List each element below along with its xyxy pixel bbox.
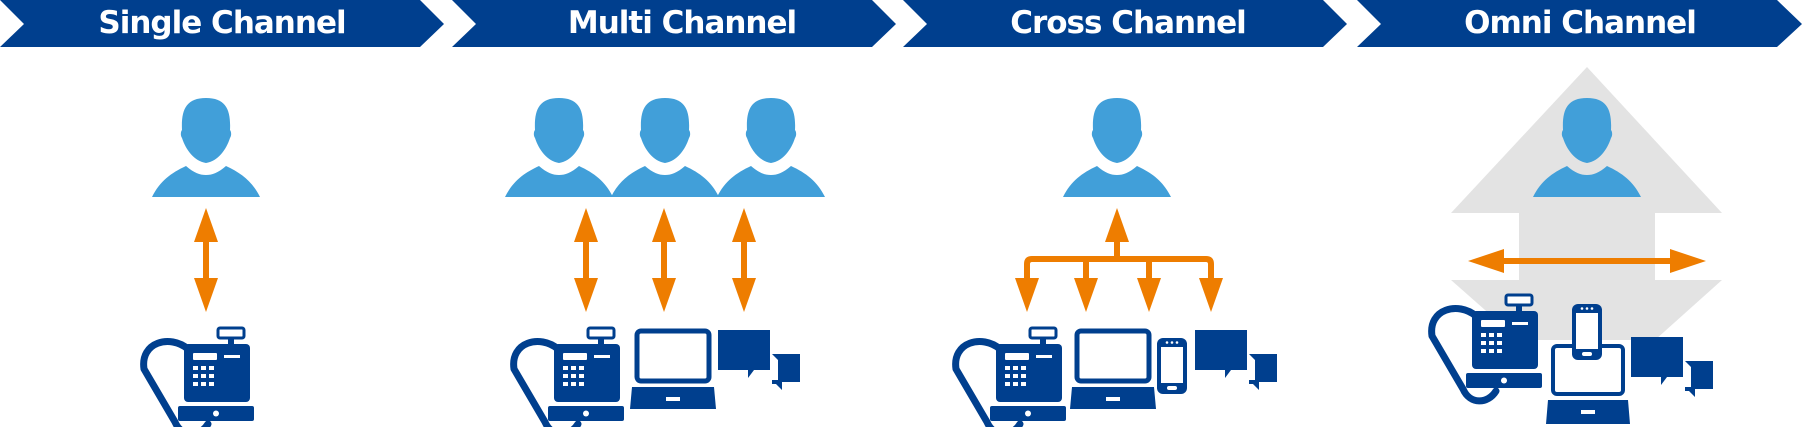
phone-icon	[144, 328, 254, 427]
header-multi-channel-chevron	[452, 0, 896, 47]
chat-icon	[1194, 329, 1278, 391]
laptop-icon	[1070, 331, 1156, 409]
double-arrow-icon	[732, 208, 756, 312]
header-cross-channel-label: Cross Channel	[1010, 5, 1246, 41]
header-chevrons: Single Channel Multi Channel Cross Chann…	[0, 0, 1802, 47]
header-omni-channel-label: Omni Channel	[1464, 5, 1696, 41]
phone-icon	[956, 328, 1066, 427]
multi-channel-panel	[505, 98, 825, 427]
double-arrow-icon	[574, 208, 598, 312]
person-icon	[505, 98, 613, 197]
person-icon	[717, 98, 825, 197]
omni-background-arrow	[1451, 67, 1722, 340]
person-icon	[611, 98, 719, 197]
laptop-icon	[630, 331, 716, 409]
person-icon	[152, 98, 260, 197]
horizontal-double-arrow-icon	[1468, 249, 1706, 273]
smartphone-icon	[1157, 338, 1187, 394]
chat-icon	[1630, 336, 1714, 398]
chat-icon	[717, 329, 801, 391]
phone-icon	[514, 328, 624, 427]
header-single-channel-chevron	[0, 0, 444, 47]
header-multi-channel-label: Multi Channel	[568, 5, 796, 41]
cross-channel-panel	[956, 98, 1278, 427]
header-single-channel-label: Single Channel	[98, 5, 345, 41]
smartphone-icon	[1572, 304, 1602, 360]
person-icon	[1063, 98, 1171, 197]
double-arrow-icon	[194, 208, 218, 312]
single-channel-panel	[144, 98, 260, 427]
header-cross-channel-chevron	[903, 0, 1347, 47]
omni-channel-panel	[1432, 67, 1722, 424]
double-arrow-icon	[652, 208, 676, 312]
branching-arrow-icon	[1015, 208, 1223, 312]
header-omni-channel-chevron	[1357, 0, 1802, 47]
